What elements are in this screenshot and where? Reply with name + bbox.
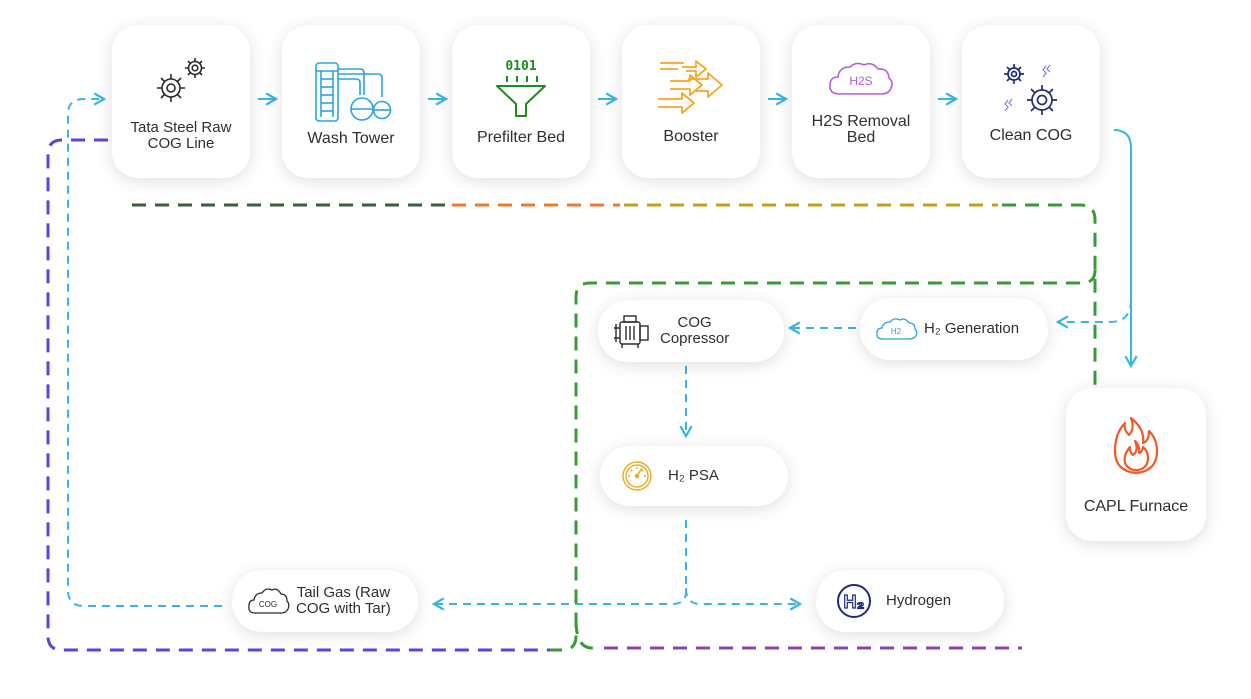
- wash-tower-icon: [315, 61, 392, 122]
- node-label: Wash Tower: [307, 129, 395, 147]
- node-clean-cog: Clean COG: [962, 25, 1100, 178]
- h2-badge-icon: H₂: [837, 584, 871, 618]
- node-h2s-removal-bed: H2S H2S Removal Bed: [792, 25, 930, 178]
- node-wash-tower: Wash Tower: [282, 25, 420, 178]
- filter-funnel-icon: 0101: [496, 59, 546, 117]
- h2s-cloud-icon: H2S: [829, 62, 893, 95]
- node-raw-cog-line: Tata Steel Raw COG Line: [112, 25, 250, 178]
- cog-cloud-text: COG: [259, 600, 277, 609]
- funnel-digits: 0101: [505, 59, 536, 74]
- node-h2-generation: H2 H₂ Generation: [860, 298, 1048, 360]
- arrow-clean-to-h2gen: [1055, 299, 1132, 329]
- flame-icon: [1113, 416, 1159, 474]
- node-h2-psa: H₂ PSA: [600, 446, 788, 506]
- gears-icon: [157, 57, 205, 102]
- node-label: Copressor: [660, 330, 730, 347]
- node-label: COG Line: [147, 134, 215, 152]
- node-booster: Booster: [622, 25, 760, 178]
- node-label: Hydrogen: [886, 592, 952, 609]
- compressor-icon: [614, 315, 649, 348]
- booster-arrows-icon: [658, 59, 723, 114]
- node-capl-furnace: CAPL Furnace: [1066, 388, 1206, 541]
- loop-purple: [46, 138, 556, 652]
- arrow-psa-to-split: [431, 520, 687, 611]
- node-label: Clean COG: [989, 126, 1073, 144]
- arrow-tailgas-to-rawcog: [67, 92, 222, 607]
- h2-cloud-text: H2: [891, 327, 902, 336]
- node-label: COG with Tar): [296, 600, 391, 617]
- clean-gears-icon: [1004, 63, 1057, 115]
- loop-green: [1002, 203, 1097, 385]
- arrow-split-to-hydrogen: [685, 587, 803, 611]
- h2s-text: H2S: [849, 74, 872, 88]
- node-label: Prefilter Bed: [476, 128, 566, 146]
- node-label: Bed: [846, 128, 876, 146]
- gauge-icon: [622, 461, 652, 491]
- node-tail-gas: COG Tail Gas (Raw COG with Tar): [232, 570, 418, 632]
- node-label: Tata Steel Raw: [130, 118, 232, 136]
- arrow-clean-to-furnace: [1113, 129, 1138, 369]
- node-label: COG: [677, 314, 712, 331]
- node-label: H2S Removal: [811, 112, 911, 130]
- h2-badge-text: H₂: [844, 592, 865, 612]
- node-label: Booster: [663, 127, 719, 145]
- node-label: Tail Gas (Raw: [296, 584, 391, 601]
- node-label: CAPL Furnace: [1083, 497, 1189, 515]
- node-hydrogen: H₂ Hydrogen: [816, 570, 1004, 632]
- node-label: H₂ PSA: [668, 467, 719, 484]
- cog-cloud-icon: COG: [248, 588, 290, 614]
- node-prefilter-bed: 0101 Prefilter Bed: [452, 25, 590, 178]
- h2-cloud-icon: H2: [876, 318, 918, 340]
- node-label: H₂ Generation: [924, 320, 1020, 337]
- loop-green-branch: [574, 619, 600, 650]
- node-cog-compressor: COG Copressor: [598, 300, 784, 362]
- loop-green-inner: [550, 269, 1097, 652]
